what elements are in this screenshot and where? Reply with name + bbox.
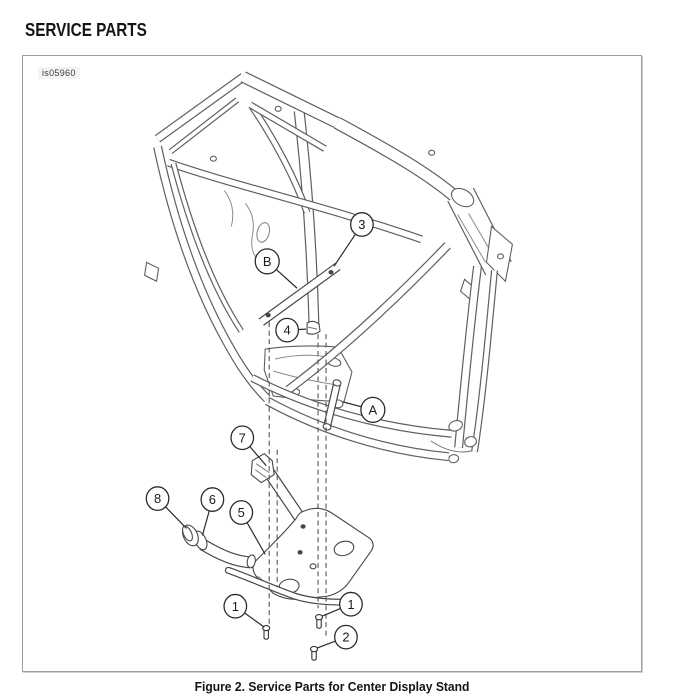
grommet-part-4: [306, 320, 321, 335]
frame-drawing: [144, 71, 514, 464]
callout-4: 4: [275, 317, 300, 343]
mounting-bolts: [262, 614, 324, 661]
callout-1: 1: [339, 591, 363, 617]
callout-1: 1: [223, 593, 248, 619]
bolt-1: [262, 624, 271, 640]
callout-3: 3: [349, 212, 374, 237]
callout-2: 2: [334, 624, 358, 650]
svg-text:3: 3: [358, 217, 365, 232]
svg-text:B: B: [263, 254, 272, 269]
image-id-label: is05960: [38, 67, 80, 79]
svg-text:4: 4: [284, 323, 291, 338]
svg-text:8: 8: [154, 491, 161, 506]
callout-5: 5: [229, 500, 254, 525]
svg-text:7: 7: [239, 430, 246, 445]
svg-text:A: A: [369, 402, 378, 417]
bolt-2: [315, 614, 324, 629]
callout-6: 6: [200, 487, 225, 512]
svg-text:6: 6: [209, 492, 216, 507]
callout-balloons: 3B 4A 7 8 6 5 1 1 2: [145, 212, 386, 650]
jack-bar-part-b: [258, 262, 341, 326]
dashed-projection-lines: [268, 322, 327, 640]
svg-text:2: 2: [342, 630, 349, 645]
bolt-3: [310, 645, 319, 661]
svg-text:1: 1: [347, 597, 354, 612]
center-stand-assembly: [181, 453, 374, 606]
figure-caption: Figure 2. Service Parts for Center Displ…: [194, 679, 470, 694]
callout-7: 7: [230, 425, 255, 451]
callout-8: 8: [145, 486, 170, 511]
page-title: SERVICE PARTS: [25, 20, 147, 40]
svg-text:1: 1: [232, 599, 239, 614]
callout-A: A: [360, 396, 386, 423]
callout-B: B: [254, 248, 280, 275]
svg-text:5: 5: [238, 505, 245, 520]
parts-diagram: 3B 4A 7 8 6 5 1 1 2: [144, 71, 514, 661]
rod-part-a: [322, 379, 342, 431]
